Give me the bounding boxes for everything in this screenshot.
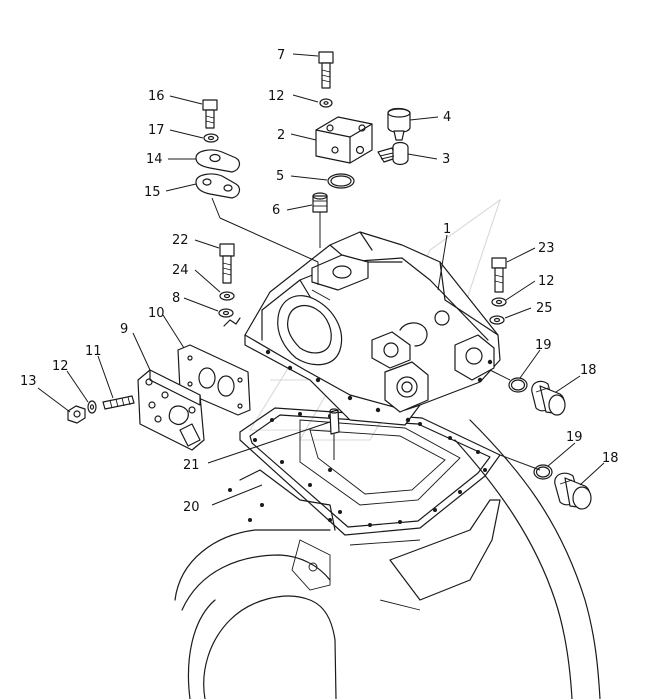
- callout-12-right: 12: [538, 274, 555, 289]
- gasket-part-15: [195, 173, 241, 199]
- o-ring-part-19-lower: [533, 464, 553, 480]
- callout-labels: 7 12 16 4 17 2 14 3 5 15 6 1 22 23 24 12…: [20, 48, 619, 515]
- washer-part-12-right: [491, 297, 507, 307]
- callout-17: 17: [148, 123, 165, 138]
- washer-part-12-top: [319, 98, 333, 108]
- callout-12-top: 12: [268, 89, 285, 104]
- o-ring-part-5: [327, 173, 355, 189]
- cover-plate-part-9: [137, 369, 205, 451]
- flange-part-14: [195, 149, 241, 173]
- o-ring-part-19-upper: [508, 377, 528, 393]
- callout-14: 14: [146, 152, 163, 167]
- plug-part-18-lower: [554, 472, 592, 510]
- callout-8: 8: [172, 291, 180, 306]
- bolt-part-22: [219, 243, 235, 284]
- transmission-housing: [174, 419, 601, 699]
- callout-13: 13: [20, 374, 37, 389]
- washer-part-25: [489, 315, 505, 325]
- callout-15: 15: [144, 185, 161, 200]
- callout-10: 10: [148, 306, 165, 321]
- dowel-pin-part-21: [329, 408, 340, 435]
- valve-spring-part-6: [312, 192, 328, 213]
- callout-18-lower: 18: [602, 451, 619, 466]
- callout-7: 7: [277, 48, 285, 63]
- callout-22: 22: [172, 233, 189, 248]
- washer-part-8: [218, 308, 241, 327]
- gasket-frame: [228, 407, 501, 536]
- callout-20: 20: [183, 500, 200, 515]
- callout-24: 24: [172, 263, 189, 278]
- bolt-part-23: [491, 257, 507, 293]
- nut-part-13: [67, 405, 86, 424]
- callout-25: 25: [536, 301, 553, 316]
- washer-part-12-left: [87, 400, 97, 414]
- elbow-fitting-part-3: [377, 141, 409, 166]
- callout-18-upper: 18: [580, 363, 597, 378]
- callout-19-lower: 19: [566, 430, 583, 445]
- callout-3: 3: [442, 152, 450, 167]
- callout-11: 11: [85, 344, 102, 359]
- assembly-lines: [211, 197, 541, 471]
- washer-part-24: [219, 291, 235, 301]
- callout-9: 9: [120, 322, 128, 337]
- callout-12-left: 12: [52, 359, 69, 374]
- callout-23: 23: [538, 241, 555, 256]
- stud-part-11: [102, 395, 135, 410]
- callout-4: 4: [443, 110, 451, 125]
- callout-6: 6: [272, 203, 280, 218]
- callout-21: 21: [183, 458, 200, 473]
- callout-2: 2: [277, 128, 285, 143]
- callout-5: 5: [276, 169, 284, 184]
- bolt-part-16: [202, 99, 218, 129]
- valve-body: [244, 231, 501, 426]
- washer-part-17: [203, 133, 219, 143]
- plug-part-18-upper: [531, 380, 566, 416]
- callout-1: 1: [443, 222, 451, 237]
- callout-16: 16: [148, 89, 165, 104]
- callout-leaders: [37, 53, 605, 506]
- cover-block-part-2: [315, 116, 373, 164]
- switch-part-4: [387, 107, 411, 141]
- callout-19-upper: 19: [535, 338, 552, 353]
- bolt-part-7: [318, 51, 334, 89]
